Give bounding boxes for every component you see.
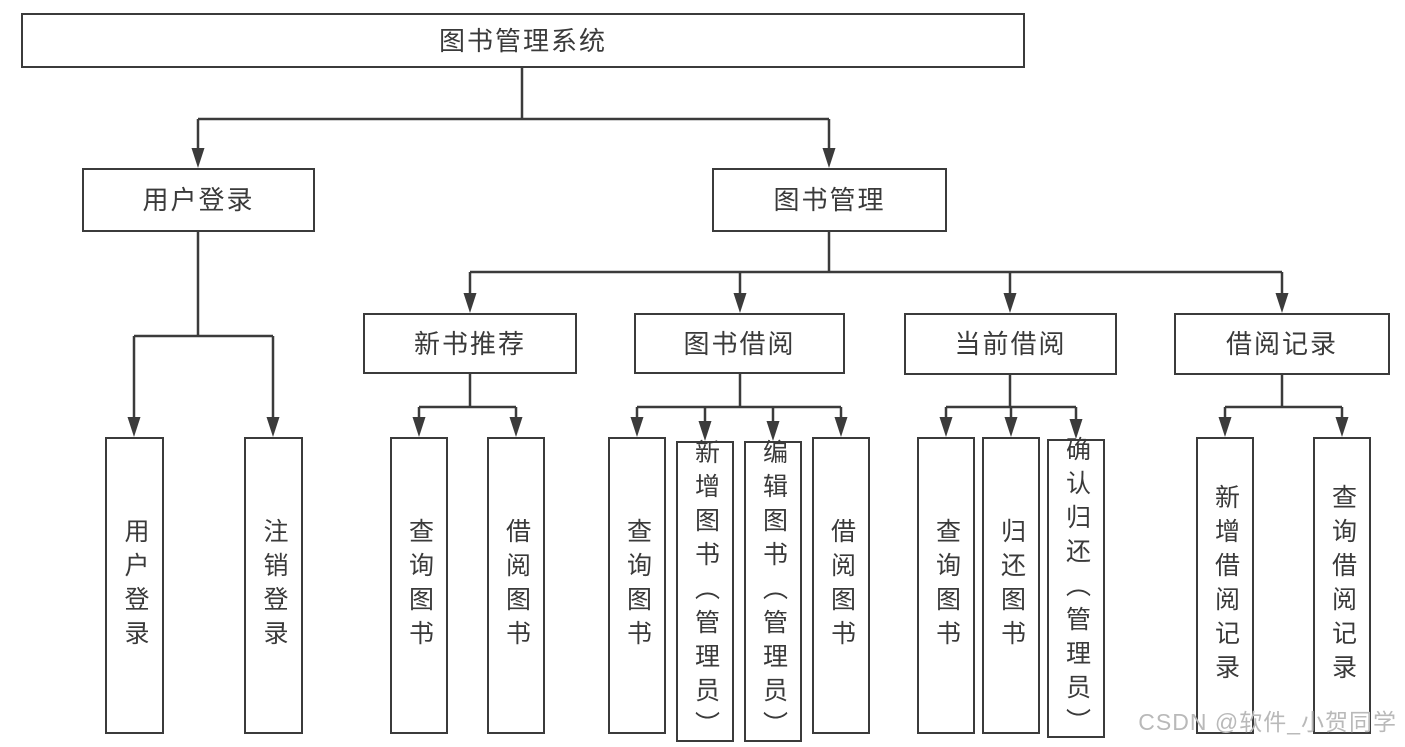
node-label-user-login-group: 用户登录	[142, 185, 255, 215]
node-label-leaf-query-book-1: 查询图书	[405, 517, 434, 654]
node-leaf-add-book: 新增图书（管理员）	[676, 438, 734, 745]
node-leaf-return-book: 归还图书	[982, 437, 1040, 734]
arrowhead-icon	[463, 293, 477, 313]
node-new-book-rec: 新书推荐	[363, 313, 577, 374]
node-leaf-query-book-2: 查询图书	[608, 437, 666, 734]
node-label-leaf-query-book-3: 查询图书	[932, 517, 961, 654]
arrowhead-icon	[127, 417, 141, 437]
node-label-root: 图书管理系统	[438, 25, 607, 56]
arrowhead-icon	[1275, 293, 1289, 313]
node-leaf-query-book-3: 查询图书	[917, 437, 975, 734]
node-label-leaf-borrow-book-2: 借阅图书	[827, 517, 856, 654]
arrowhead-icon	[191, 148, 205, 168]
arrowhead-icon	[266, 417, 280, 437]
arrowhead-icon	[1218, 417, 1232, 437]
node-user-login-group: 用户登录	[82, 168, 315, 232]
node-leaf-query-book-1: 查询图书	[390, 437, 448, 734]
node-label-leaf-return-book: 归还图书	[997, 517, 1026, 654]
arrowhead-icon	[1335, 417, 1349, 437]
arrowhead-icon	[630, 417, 644, 437]
node-label-leaf-user-login: 用户登录	[121, 517, 149, 654]
node-leaf-borrow-book-2: 借阅图书	[812, 437, 870, 734]
node-label-leaf-borrow-book-1: 借阅图书	[502, 517, 531, 654]
arrowhead-icon	[939, 417, 953, 437]
node-root: 图书管理系统	[21, 13, 1025, 68]
node-label-current-borrow: 当前借阅	[954, 329, 1067, 359]
arrowhead-icon	[1069, 419, 1083, 439]
node-label-book-mgmt-group: 图书管理	[773, 185, 886, 215]
node-label-leaf-add-book: 新增图书（管理员）	[691, 438, 720, 745]
node-label-book-borrow: 图书借阅	[683, 328, 796, 359]
node-borrow-records: 借阅记录	[1174, 313, 1390, 375]
node-current-borrow: 当前借阅	[904, 313, 1117, 375]
arrowhead-icon	[1004, 417, 1018, 437]
node-book-borrow: 图书借阅	[634, 313, 845, 374]
node-leaf-borrow-book-1: 借阅图书	[487, 437, 545, 734]
node-label-leaf-query-record: 查询借阅记录	[1328, 483, 1357, 688]
node-label-leaf-add-record: 新增借阅记录	[1211, 483, 1240, 688]
node-leaf-logout: 注销登录	[244, 437, 303, 734]
arrowhead-icon	[766, 421, 780, 441]
node-label-leaf-confirm-return: 确认归还（管理员）	[1062, 435, 1091, 742]
node-leaf-query-record: 查询借阅记录	[1313, 437, 1371, 734]
arrowhead-icon	[1003, 293, 1017, 313]
node-leaf-edit-book: 编辑图书（管理员）	[744, 438, 802, 745]
node-leaf-user-login: 用户登录	[105, 437, 164, 734]
node-label-leaf-query-book-2: 查询图书	[623, 517, 652, 654]
node-book-mgmt-group: 图书管理	[712, 168, 947, 232]
arrowhead-icon	[412, 417, 426, 437]
arrowhead-icon	[509, 417, 523, 437]
node-label-new-book-rec: 新书推荐	[413, 328, 526, 359]
node-leaf-add-record: 新增借阅记录	[1196, 437, 1254, 734]
arrowhead-icon	[834, 417, 848, 437]
node-label-leaf-logout: 注销登录	[260, 517, 288, 654]
node-label-leaf-edit-book: 编辑图书（管理员）	[759, 438, 788, 745]
connector-lines	[132, 68, 1344, 423]
arrowhead-icon	[698, 421, 712, 441]
csdn-watermark: CSDN @软件_小贺同学	[1138, 709, 1397, 735]
arrowhead-icon	[822, 148, 836, 168]
arrowhead-icon	[733, 293, 747, 313]
node-leaf-confirm-return: 确认归还（管理员）	[1047, 436, 1105, 742]
node-label-borrow-records: 借阅记录	[1225, 329, 1338, 359]
